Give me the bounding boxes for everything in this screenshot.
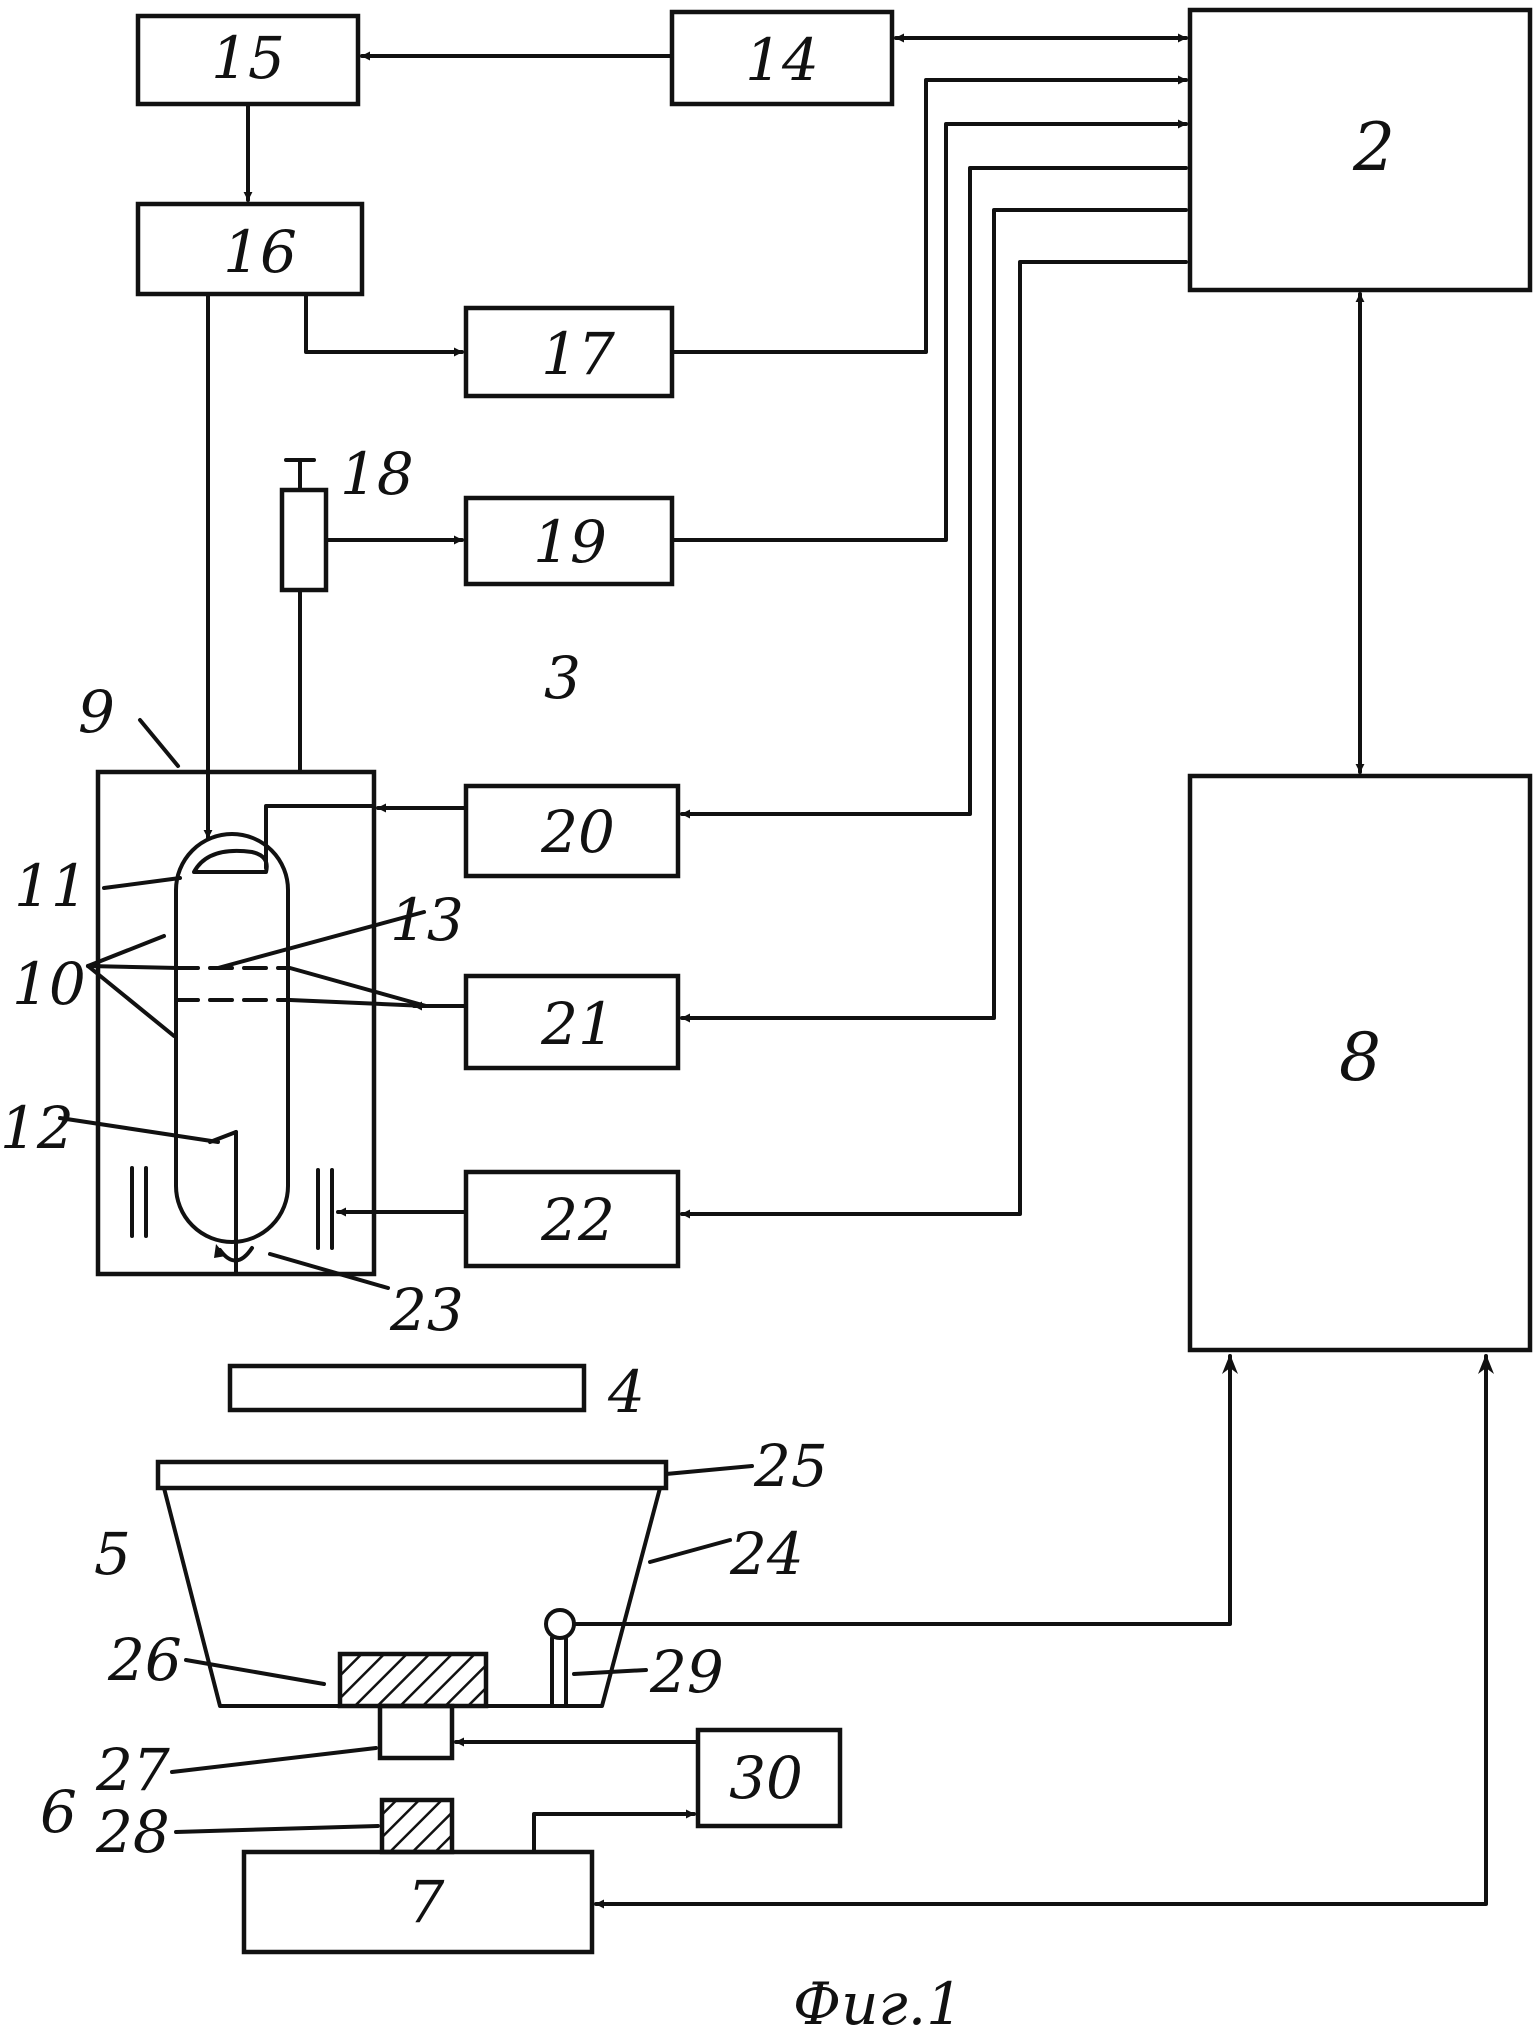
cathode-lead [266, 806, 374, 868]
link-7-to-30 [534, 1814, 694, 1852]
leader-25 [666, 1466, 752, 1474]
link-16-to-17 [306, 294, 462, 352]
cover-25 [158, 1462, 666, 1488]
block-21-label: 21 [540, 990, 615, 1058]
callout-10: 10 [12, 950, 86, 1018]
callout-3: 3 [544, 644, 581, 712]
sample-26 [340, 1654, 486, 1706]
callout-11: 11 [14, 852, 88, 920]
tube-10 [176, 834, 288, 1242]
link-2-to-20 [682, 168, 1186, 814]
block-20-label: 20 [540, 798, 615, 866]
leader-10-c [88, 966, 178, 968]
figure-caption: Фиг.1 [793, 1970, 963, 2038]
callout-9: 9 [78, 678, 115, 746]
leader-26 [186, 1660, 324, 1684]
block-16-label: 16 [223, 218, 297, 286]
callout-23: 23 [389, 1276, 464, 1344]
callout-29: 29 [649, 1638, 724, 1706]
leader-29 [574, 1670, 646, 1674]
plate-4 [230, 1366, 584, 1410]
element-28 [382, 1800, 452, 1852]
callout-13: 13 [390, 886, 464, 954]
block-7-label: 7 [408, 1868, 445, 1936]
callout-12: 12 [0, 1094, 74, 1162]
leader-23 [270, 1254, 388, 1288]
block-30-label: 30 [729, 1744, 803, 1812]
leader-9 [140, 720, 178, 766]
link-19-to-2 [672, 124, 1186, 540]
leader-28 [176, 1826, 378, 1832]
leader-24 [650, 1540, 730, 1562]
callout-4: 4 [607, 1358, 645, 1426]
link-29-to-8 [574, 1356, 1230, 1624]
sensor-18 [282, 490, 326, 590]
callout-27: 27 [95, 1736, 170, 1804]
link-2-to-22 [682, 262, 1186, 1214]
block-14-label: 14 [745, 26, 819, 94]
block-19-label: 19 [533, 508, 607, 576]
callout-5: 5 [94, 1520, 131, 1588]
link-8-7 [596, 1356, 1486, 1904]
block-15-label: 15 [211, 24, 285, 92]
callout-18: 18 [340, 440, 414, 508]
block-8-label: 8 [1339, 1019, 1381, 1096]
cathode-11 [194, 851, 267, 872]
block-2-label: 2 [1352, 109, 1395, 186]
callout-24: 24 [729, 1520, 804, 1588]
callout-26: 26 [107, 1626, 182, 1694]
leader-10-b [88, 966, 174, 1036]
link-2-to-21 [682, 210, 1186, 1018]
callout-6: 6 [40, 1778, 77, 1846]
leader-27 [172, 1748, 376, 1772]
callout-25: 25 [753, 1432, 828, 1500]
block-22-label: 22 [540, 1186, 615, 1254]
leader-12 [60, 1118, 218, 1142]
sensor-29-head [546, 1610, 574, 1638]
block-17-label: 17 [541, 320, 615, 388]
link-17-to-2 [672, 80, 1186, 352]
callout-28: 28 [95, 1798, 170, 1866]
element-27 [380, 1706, 452, 1758]
rotation-arrow-head [214, 1244, 226, 1258]
leader-11 [104, 878, 180, 888]
